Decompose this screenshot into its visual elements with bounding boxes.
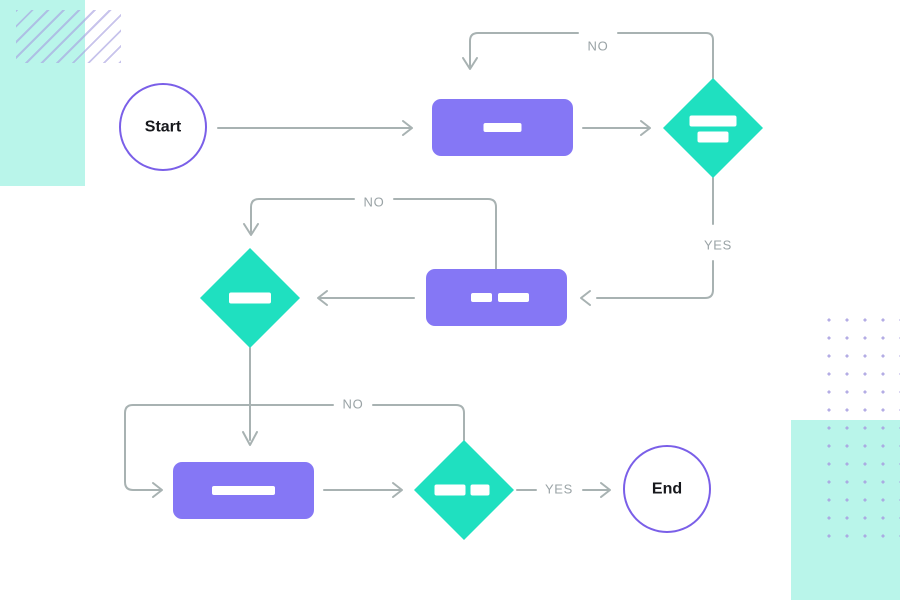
edge-decision-2-no-loop-label: NO bbox=[364, 194, 385, 209]
decision-diamond-1[interactable] bbox=[663, 78, 763, 178]
decision-diamond-3-placeholder-bar-1 bbox=[434, 484, 466, 496]
start-terminator-shape[interactable] bbox=[119, 83, 207, 171]
edge-decision-1-yes-arrowhead-icon bbox=[580, 290, 591, 306]
edge-process-3-to-decision-3-arrowhead-icon bbox=[392, 482, 403, 498]
edge-decision-3-no-loop-arrowhead-icon bbox=[152, 482, 163, 498]
edge-decision-3-no-loop-line bbox=[124, 404, 465, 491]
process-box-3[interactable] bbox=[173, 462, 314, 519]
process-box-2-shape[interactable] bbox=[426, 269, 567, 326]
edge-decision-1-no-loop-label: NO bbox=[588, 38, 609, 53]
edge-decision-1-yes-label: YES bbox=[704, 237, 732, 252]
edge-decision-3-yes-to-end: YES bbox=[516, 481, 611, 498]
decision-diamond-1-placeholder-bar-2 bbox=[697, 131, 729, 143]
end-terminator-shape[interactable] bbox=[623, 445, 711, 533]
diagonal-stripes-top-left bbox=[16, 10, 121, 63]
edge-decision-3-yes-to-end-label: YES bbox=[545, 481, 573, 496]
edge-decision-1-yes: YES bbox=[580, 177, 732, 306]
edge-decision-3-yes-to-end-arrowhead-icon bbox=[600, 482, 611, 498]
decision-diamond-3-placeholder-bar-2 bbox=[470, 484, 490, 496]
decision-diamond-3[interactable] bbox=[414, 440, 514, 540]
edge-decision-2-no-loop-arrowhead-icon bbox=[243, 223, 259, 236]
edge-process-1-to-decision-1 bbox=[582, 120, 651, 136]
edge-decision-1-no-loop-arrowhead-icon bbox=[462, 57, 478, 70]
process-box-1-placeholder-bar-1 bbox=[483, 123, 522, 132]
edge-process-2-to-decision-2-arrowhead-icon bbox=[317, 290, 328, 306]
edge-decision-2-no-loop-line bbox=[250, 198, 497, 326]
edge-process-1-to-decision-1-arrowhead-icon bbox=[640, 120, 651, 136]
process-box-3-placeholder-bar-1 bbox=[212, 486, 275, 495]
decision-diamond-1-shape[interactable] bbox=[663, 78, 763, 178]
process-box-2[interactable] bbox=[426, 269, 567, 326]
edge-start-to-process-1-arrowhead-icon bbox=[402, 120, 413, 136]
edge-process-3-to-decision-3 bbox=[323, 482, 403, 498]
start-terminator[interactable]: Start bbox=[119, 83, 207, 171]
process-box-1[interactable] bbox=[432, 99, 573, 156]
edge-start-to-process-1 bbox=[217, 120, 413, 136]
edge-decision-3-no-loop-label: NO bbox=[343, 396, 364, 411]
dot-grid-bottom-right bbox=[820, 311, 900, 547]
end-terminator[interactable]: End bbox=[623, 445, 711, 533]
edge-decision-3-no-loop: NO bbox=[124, 396, 465, 498]
decision-diamond-1-placeholder-bar-1 bbox=[689, 115, 737, 127]
edge-decision-2-no-loop: NO bbox=[243, 194, 497, 326]
start-terminator-label: Start bbox=[145, 119, 182, 136]
edge-decision-1-yes-line bbox=[596, 177, 714, 299]
process-box-2-placeholder-bar-1 bbox=[471, 293, 492, 302]
end-terminator-label: End bbox=[652, 481, 682, 498]
edge-decision-2-to-process-3 bbox=[242, 347, 258, 446]
edge-decision-2-to-process-3-arrowhead-icon bbox=[242, 431, 258, 446]
decision-diamond-2[interactable] bbox=[200, 248, 300, 348]
edge-decision-1-no-loop-line bbox=[469, 32, 714, 79]
edge-process-2-to-decision-2 bbox=[317, 290, 415, 306]
process-box-2-placeholder-bar-2 bbox=[498, 293, 529, 302]
edge-decision-1-no-loop: NO bbox=[462, 32, 714, 79]
decision-diamond-2-placeholder-bar-1 bbox=[229, 292, 271, 304]
